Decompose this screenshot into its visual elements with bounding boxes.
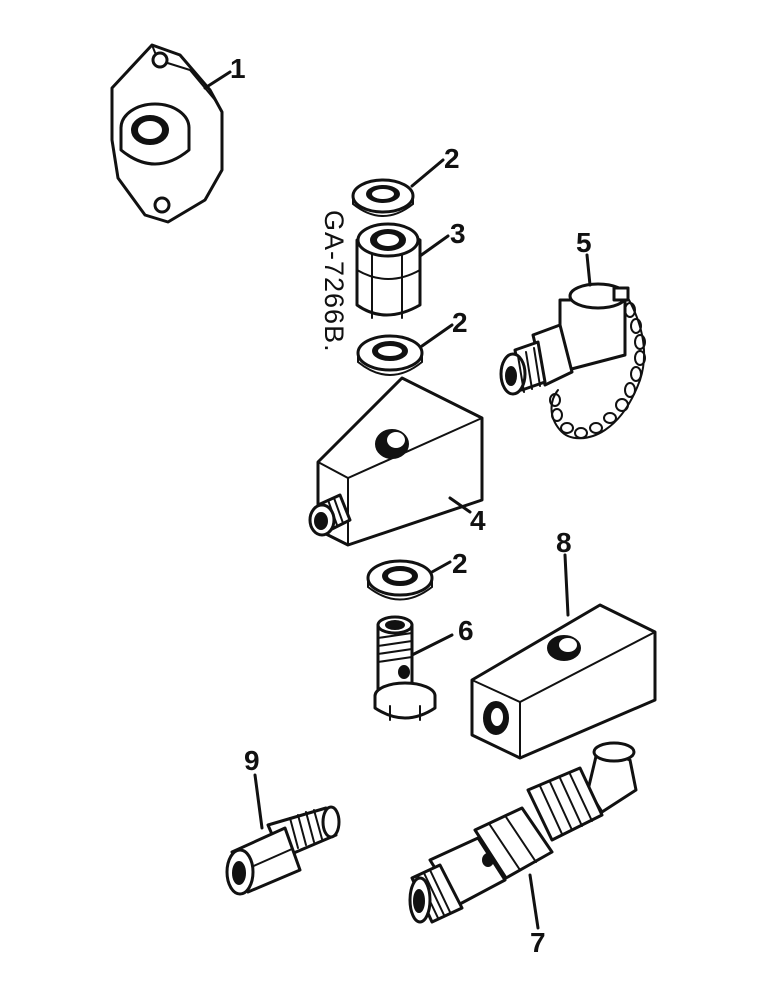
part-2-washer-lower <box>366 559 434 601</box>
callout-3: 3 <box>450 218 466 249</box>
callout-4: 4 <box>470 505 486 536</box>
part-8-block <box>470 603 657 760</box>
part-3-hex-coupling <box>355 222 422 319</box>
callout-2-middle: 2 <box>452 307 468 338</box>
callout-7: 7 <box>530 927 546 958</box>
part-1-flange <box>110 43 224 224</box>
callout-2-top: 2 <box>444 143 460 174</box>
callout-9: 9 <box>244 745 260 776</box>
callout-1: 1 <box>230 53 246 84</box>
part-6-banjo-bolt <box>373 615 437 721</box>
callout-5: 5 <box>576 227 592 258</box>
part-5-test-coupling <box>499 282 646 440</box>
callout-8: 8 <box>556 527 572 558</box>
part-2-washer-top <box>351 178 415 217</box>
part-7-valve <box>408 741 638 924</box>
leader-lines <box>203 70 592 930</box>
callout-2-lower: 2 <box>452 548 468 579</box>
part-4-tee-block <box>308 376 484 547</box>
part-9-adapter <box>225 805 341 896</box>
drawing-code: GA-7266B. <box>319 210 349 353</box>
part-2-washer-middle <box>356 334 424 376</box>
callout-6: 6 <box>458 615 474 646</box>
callouts: 1 2 3 2 5 4 2 8 6 9 7 <box>230 53 592 958</box>
